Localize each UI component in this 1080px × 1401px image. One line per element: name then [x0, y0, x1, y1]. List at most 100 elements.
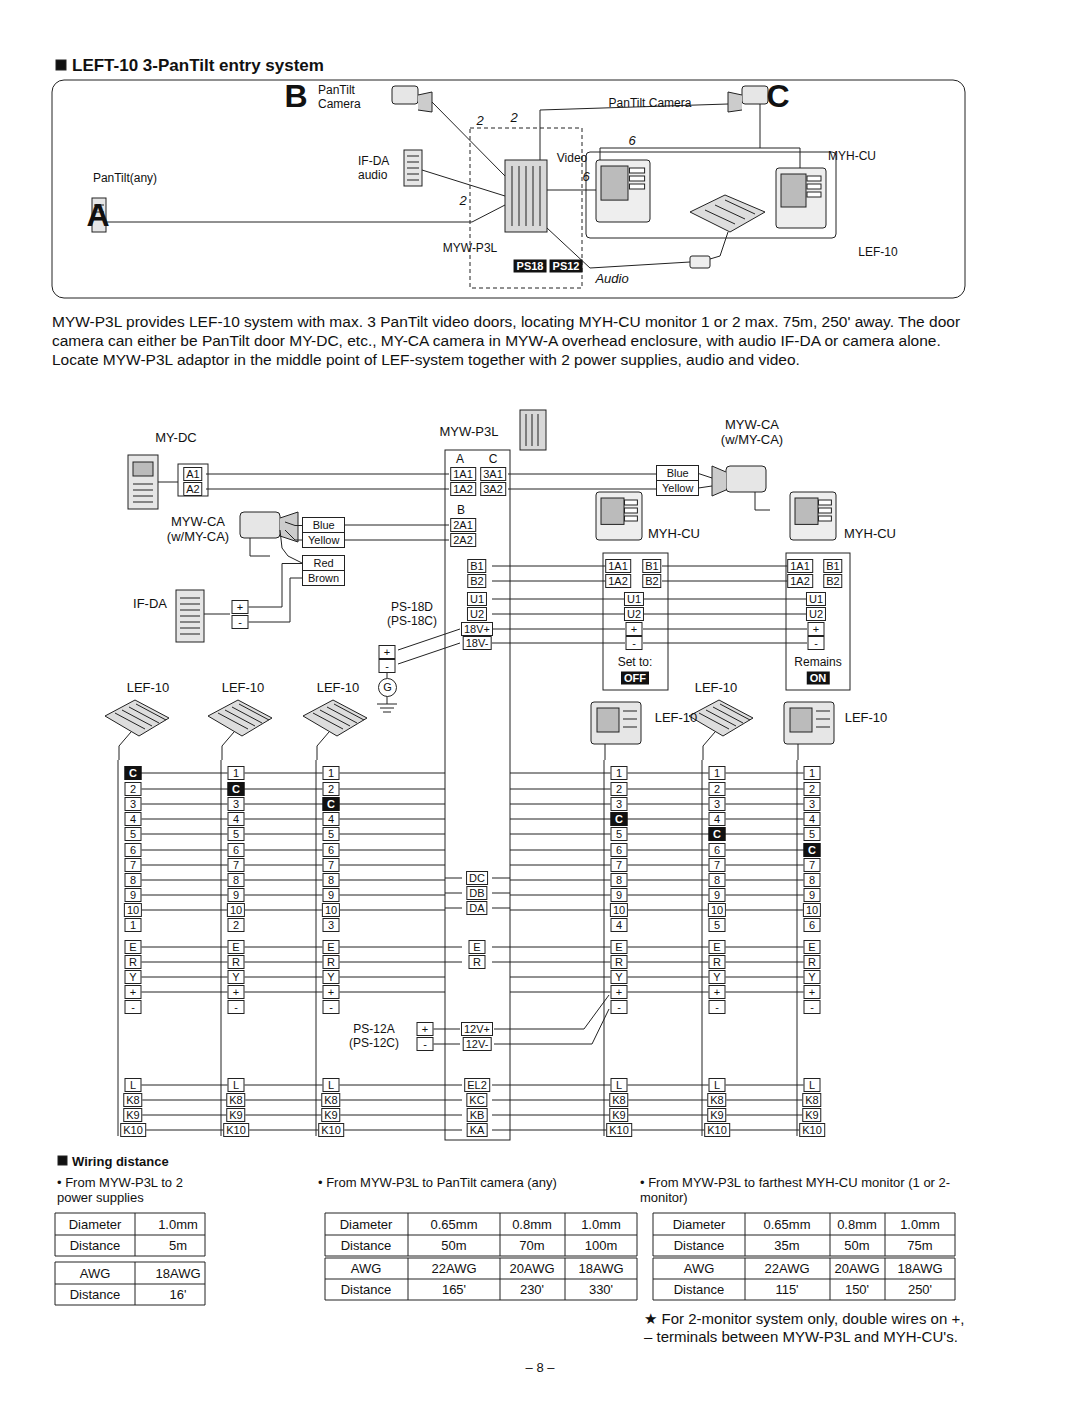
wire [180, 634, 200, 635]
terminal-label: + [323, 985, 340, 999]
terminal-label: + [417, 1022, 434, 1036]
wire [492, 1130, 510, 1131]
terminal-label: 1 [709, 766, 726, 780]
wire [327, 707, 357, 723]
wire [408, 1213, 409, 1256]
wire-count: 2 [510, 110, 517, 125]
terminal-label: Y [611, 970, 628, 984]
wire [445, 947, 462, 948]
terminal-label: C [228, 782, 245, 796]
device-label: MYW-P3L [443, 241, 497, 255]
port-group-label: B [457, 503, 465, 517]
table-cell: 18AWG [578, 1261, 623, 1276]
wire [445, 1085, 462, 1086]
device-label: PS-12A (PS-12C) [343, 1022, 405, 1050]
wire [334, 704, 364, 720]
table-cell: Distance [674, 1282, 725, 1297]
wire [699, 713, 729, 729]
terminal-label: A2 [183, 482, 202, 496]
terminal-label: K9 [321, 1108, 340, 1122]
terminal-label: 9 [611, 888, 628, 902]
terminal-label: 18V- [463, 636, 492, 650]
table-cell: 22AWG [764, 1261, 809, 1276]
table-cell: 0.65mm [431, 1217, 478, 1232]
terminal-label: K8 [321, 1093, 340, 1107]
table-cell: Distance [341, 1238, 392, 1253]
terminal-label: 10 [610, 903, 628, 917]
monitor-icon [790, 492, 836, 540]
terminal-label: 7 [125, 858, 142, 872]
terminal-label: 8 [709, 873, 726, 887]
terminal-label: 1 [228, 766, 245, 780]
table-cell: 0.8mm [837, 1217, 877, 1232]
wire [325, 1213, 326, 1256]
wire [492, 1115, 510, 1116]
wire [106, 205, 505, 222]
terminal-label: + [808, 622, 825, 636]
terminal-label: 2 [709, 782, 726, 796]
monitor-screen [795, 498, 818, 524]
wire [55, 1284, 205, 1285]
terminal-label: - [323, 1000, 340, 1014]
terminal-label: 3 [709, 797, 726, 811]
terminal-label: + [232, 600, 249, 614]
intercom-cable [317, 732, 329, 760]
wire [239, 704, 269, 720]
table-cell: AWG [351, 1261, 382, 1276]
terminal-label: E [804, 940, 821, 954]
terminal-label: 1A1 [450, 467, 476, 481]
terminal-label: K9 [123, 1108, 142, 1122]
intercom-cable [119, 732, 131, 760]
station-letter: A [86, 198, 109, 232]
camera-icon [392, 86, 418, 104]
wire [885, 1258, 886, 1300]
table-cell: 100m [585, 1238, 618, 1253]
power-supply-tag: PS12 [550, 260, 583, 273]
camera-icon [742, 86, 768, 104]
wire [653, 1213, 654, 1256]
page-number: – 8 – [526, 1360, 555, 1375]
wire [325, 1235, 637, 1236]
terminal-label: - [125, 1000, 142, 1014]
wire [643, 599, 807, 600]
terminal-label: E [611, 940, 628, 954]
terminal-label: 4 [323, 812, 340, 826]
wire [180, 616, 200, 617]
terminal-label: L [804, 1078, 821, 1092]
terminal-label: B2 [467, 574, 486, 588]
device-label: LEF-10 [858, 245, 897, 259]
wire-color-label: Brown [303, 571, 344, 585]
wire [565, 1258, 566, 1300]
wire [830, 1213, 831, 1256]
wire [380, 708, 394, 709]
terminal-label: 6 [804, 918, 821, 932]
wire-color-box: BlueYellow [656, 465, 699, 496]
terminal-label: C [709, 827, 726, 841]
terminal-label: 4 [611, 918, 628, 932]
camera-cable [698, 474, 712, 479]
terminal-label: KB [467, 1108, 488, 1122]
terminal-label: 2 [125, 782, 142, 796]
monitor-keys [629, 176, 644, 181]
table-cell: 250' [908, 1282, 932, 1297]
wire [760, 148, 800, 149]
terminal-label: 6 [228, 843, 245, 857]
wire [492, 1100, 510, 1101]
monitor-keys [629, 184, 644, 189]
terminal-label: 12V+ [461, 1022, 493, 1036]
wire [492, 1085, 510, 1086]
terminal-label: 5 [125, 827, 142, 841]
terminal-label: 2A2 [450, 533, 476, 547]
terminal-label: 3 [804, 797, 821, 811]
wire-color-label: G [379, 679, 396, 696]
terminal-label: + [709, 985, 726, 999]
wire [407, 156, 419, 157]
terminal-label: 10 [708, 903, 726, 917]
terminal-label: 8 [804, 873, 821, 887]
wire [445, 962, 462, 963]
intercom-panel [790, 708, 812, 732]
wire [115, 713, 145, 729]
terminal-label: 6 [323, 843, 340, 857]
wire [492, 908, 510, 909]
intercom-icon [105, 700, 169, 736]
